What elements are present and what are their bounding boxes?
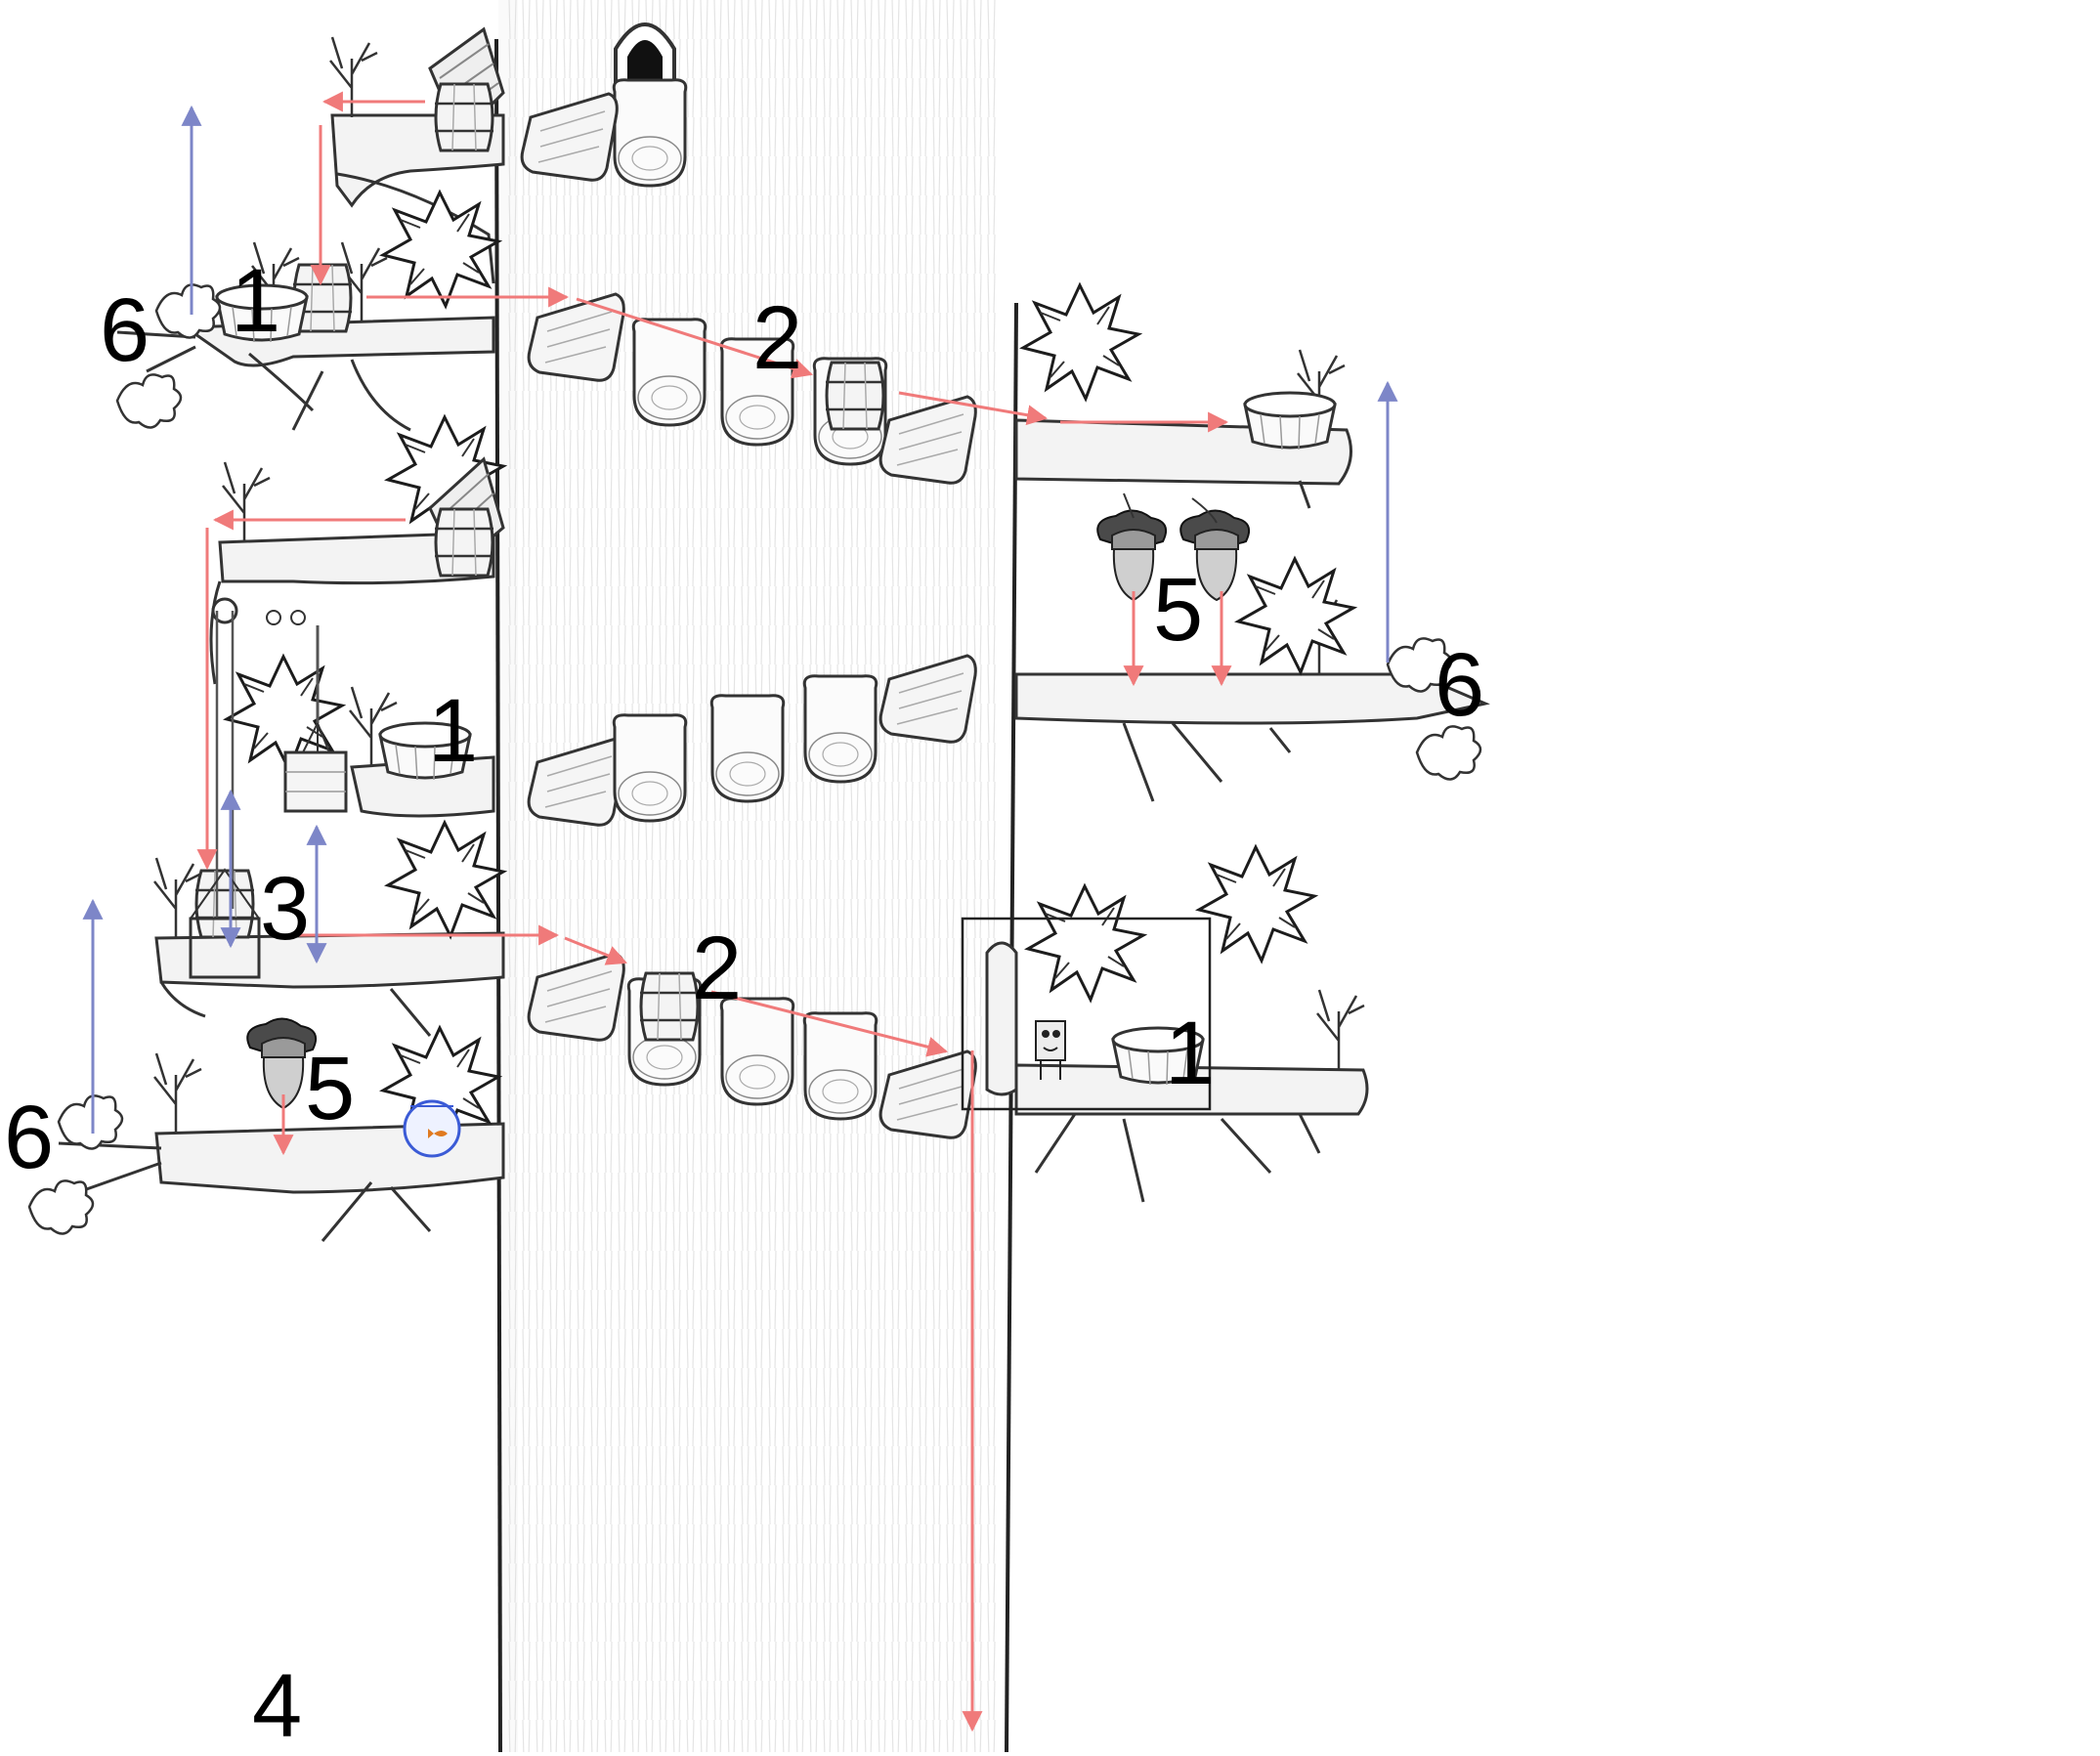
label-acorns-right: 5 [1153,565,1203,655]
label-barrel-start: 1 [231,256,280,346]
label-basin-player: 1 [1165,1008,1215,1098]
label-elevator: 3 [260,864,310,954]
knothole-icon [1238,559,1353,672]
branch-right-2 [1016,674,1485,801]
stump-step-icon[interactable] [804,1013,876,1119]
barrel-icon[interactable] [826,363,884,429]
barrel-icon[interactable] [640,973,699,1040]
branch-left-5 [156,933,503,1036]
barrel-icon[interactable] [435,84,493,150]
log-post [987,943,1016,1094]
twig-decoration [154,1053,201,1134]
stump-step-icon[interactable] [711,696,783,801]
knothole-icon [388,823,503,936]
oak-leaf-icon[interactable] [59,1095,122,1148]
stump-step-icon[interactable] [614,715,685,821]
label-roll-upper: 2 [752,293,802,383]
twig-decoration [223,462,270,542]
label-leaf-top-left: 6 [100,285,150,375]
label-roll-lower: 2 [692,923,742,1013]
oak-leaf-icon[interactable] [156,284,220,337]
label-basin-mid: 1 [428,686,478,776]
exit-hole-icon[interactable] [614,24,685,186]
stump-step-icon[interactable] [633,320,705,425]
knothole-icon [1199,847,1314,961]
knothole-icon [383,193,498,306]
central-corridor [508,0,997,1752]
label-acorn-left: 5 [305,1044,355,1134]
wash-basin-icon[interactable] [1245,393,1335,450]
stump-step-icon[interactable] [804,676,876,782]
knothole-icon [1028,886,1143,1000]
label-leaf-bottom-left: 6 [4,1092,54,1182]
fishbowl-icon[interactable] [405,1101,459,1156]
barrel-icon[interactable] [435,509,493,576]
twig-decoration [154,858,201,938]
oak-leaf-icon [29,1180,93,1233]
twig-decoration [330,37,377,117]
twig-decoration [1317,990,1364,1070]
label-root-bottom: 4 [252,1661,302,1751]
label-leaf-right: 6 [1435,640,1484,730]
barrel-icon[interactable] [195,871,254,937]
oak-leaf-icon [117,374,181,427]
knothole-icon [1023,285,1138,399]
